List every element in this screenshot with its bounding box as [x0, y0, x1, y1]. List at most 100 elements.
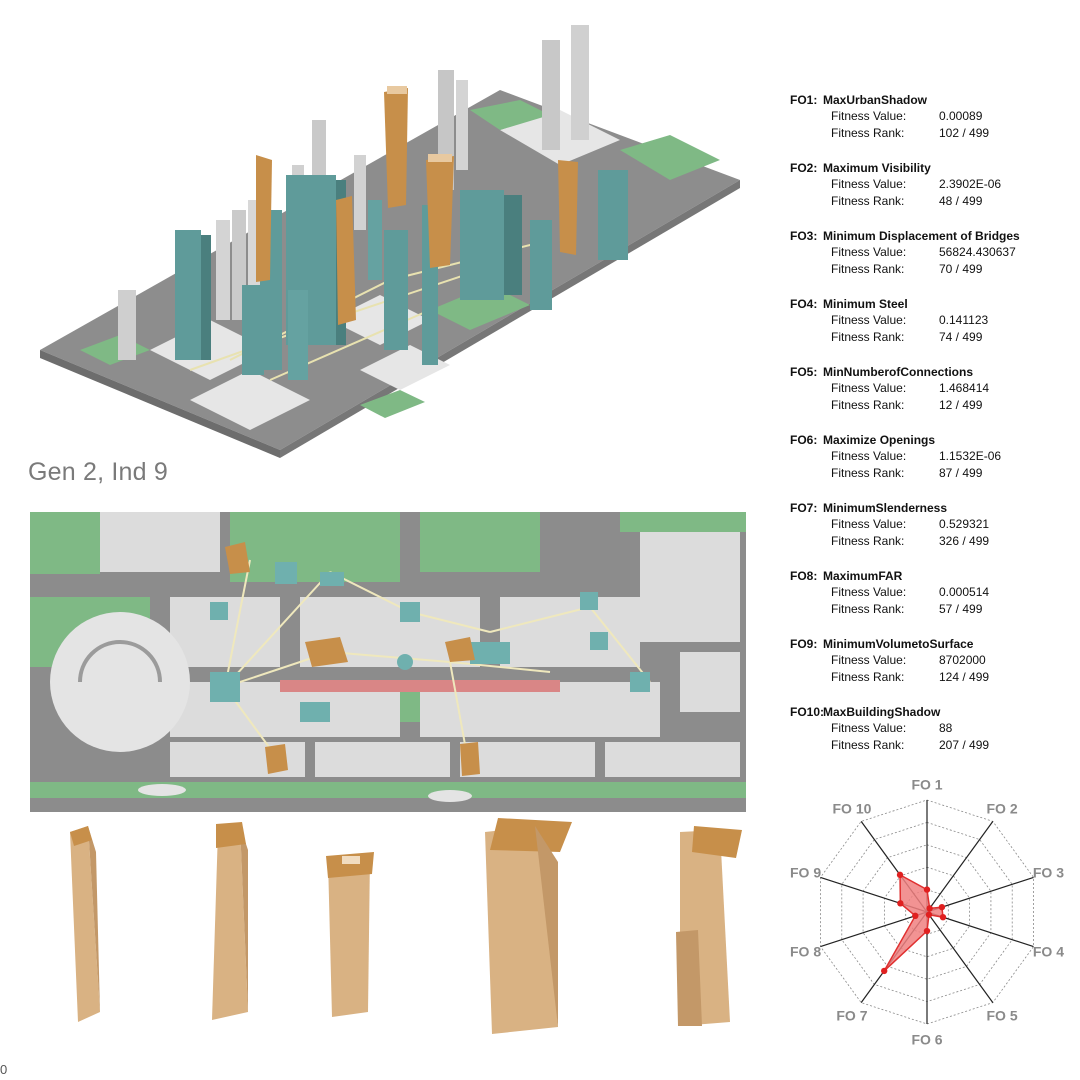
fitness-value: 56824.430637 — [939, 245, 1016, 259]
radar-point — [923, 886, 931, 893]
fitness-objectives-list: FO1: MaxUrbanShadow Fitness Value: 0.00089… — [790, 92, 1040, 772]
objective-code: FO3: — [790, 229, 818, 243]
fitness-rank-label: Fitness Rank: — [831, 330, 905, 344]
fitness-value: 2.3902E-06 — [939, 177, 1002, 191]
objective-fo3: FO3: Minimum Displacement of Bridges Fitn… — [790, 228, 1040, 278]
plan-teal-footprints — [210, 562, 650, 722]
fitness-value-label: Fitness Value: — [831, 109, 907, 123]
fitness-value: 8702000 — [939, 653, 986, 667]
objective-code: FO7: — [790, 501, 818, 515]
fitness-value: 0.00089 — [939, 109, 983, 123]
fitness-rank-label: Fitness Rank: — [831, 602, 905, 616]
objective-fo6: FO6: Maximize Openings Fitness Value: 1.15… — [790, 432, 1040, 482]
fitness-value: 0.141123 — [939, 313, 989, 327]
fitness-value-label: Fitness Value: — [831, 449, 907, 463]
objective-code: FO8: — [790, 569, 818, 583]
radar-ring — [862, 844, 992, 980]
fitness-value: 0.000514 — [939, 585, 990, 599]
radar-axis-label: FO 8 — [790, 943, 821, 959]
objective-code: FO4: — [790, 297, 818, 311]
fitness-rank: 70 / 499 — [939, 262, 983, 276]
radar-axis-label: FO 7 — [836, 1007, 867, 1023]
radar-spoke — [926, 911, 994, 1003]
objective-code: FO10: — [790, 705, 825, 719]
objective-name: MinimumVolumetoSurface — [823, 637, 974, 651]
fitness-rank-label: Fitness Rank: — [831, 398, 905, 412]
objective-fo8: FO8: MaximumFAR Fitness Value: 0.000514 Fi… — [790, 568, 1040, 618]
objective-name: MaxUrbanShadow — [823, 93, 928, 107]
generation-caption: Gen 2, Ind 9 — [28, 458, 168, 486]
radar-spoke — [926, 821, 994, 913]
fitness-rank: 74 / 499 — [939, 330, 983, 344]
fitness-rank: 207 / 499 — [939, 738, 990, 752]
objective-name: Maximum Visibility — [823, 161, 931, 175]
fitness-value: 0.529321 — [939, 517, 990, 531]
radar-axis-label: FO 2 — [986, 801, 1017, 817]
fitness-rank-label: Fitness Rank: — [831, 670, 905, 684]
tower-render-2 — [212, 822, 248, 1020]
fitness-rank-label: Fitness Rank: — [831, 194, 905, 208]
fitness-rank: 102 / 499 — [939, 126, 990, 140]
tower-render-1 — [70, 826, 100, 1022]
fitness-rank: 48 / 499 — [939, 194, 983, 208]
objective-name: Maximize Openings — [823, 433, 936, 447]
radar-axis-labels: FO 1FO 2FO 3FO 4FO 5FO 6FO 7FO 8FO 9FO 1… — [790, 776, 1064, 1047]
fitness-radar-chart: FO 1FO 2FO 3FO 4FO 5FO 6FO 7FO 8FO 9FO 1… — [790, 776, 1064, 1047]
radar-points — [881, 871, 947, 975]
fitness-value-label: Fitness Value: — [831, 721, 907, 735]
radar-point — [925, 911, 933, 918]
plan-red-street — [280, 680, 560, 692]
tower-render-3 — [326, 852, 374, 1017]
fitness-rank: 124 / 499 — [939, 670, 990, 684]
objective-code: FO2: — [790, 161, 818, 175]
radar-point — [897, 900, 904, 907]
objective-fo9: FO9: MinimumVolumetoSurface Fitness Value… — [790, 636, 1040, 686]
objective-fo7: FO7:MinimumSlenderness Fitness Value:0.5… — [790, 500, 1040, 550]
radar-axis-label: FO 6 — [911, 1032, 942, 1048]
radar-point — [939, 913, 947, 921]
radar-point — [938, 903, 946, 911]
radar-spoke — [820, 911, 928, 948]
tower-renders — [70, 818, 742, 1034]
fitness-rank: 87 / 499 — [939, 466, 983, 480]
fitness-value: 1.1532E-06 — [939, 449, 1002, 463]
fitness-rank-label: Fitness Rank: — [831, 738, 905, 752]
teal-towers — [175, 170, 628, 380]
fitness-value-label: Fitness Value: — [831, 653, 907, 667]
fitness-rank: 57 / 499 — [939, 602, 983, 616]
fitness-value-label: Fitness Value: — [831, 585, 907, 599]
fitness-value: 1.468414 — [939, 381, 990, 395]
fitness-value: 88 — [939, 721, 953, 735]
corner-mark: 0 — [0, 1062, 8, 1077]
radar-axis-label: FO 9 — [790, 865, 821, 881]
fitness-rank: 12 / 499 — [939, 398, 983, 412]
radar-axis-label: FO 5 — [986, 1007, 1017, 1023]
plan-circular-park — [50, 612, 190, 752]
objective-code: FO6: — [790, 433, 818, 447]
radar-axis-label: FO 4 — [1033, 943, 1064, 959]
objective-name: MaxBuildingShadow — [823, 705, 941, 719]
objective-fo10: FO10:MaxBuildingShadow Fitness Value:88 … — [790, 704, 1040, 754]
objective-code: FO1: — [790, 93, 818, 107]
objective-name: Minimum Displacement of Bridges — [823, 229, 1020, 243]
objective-fo2: FO2:Maximum Visibility Fitness Value:2.3… — [790, 160, 1040, 210]
fitness-value-label: Fitness Value: — [831, 245, 907, 259]
objective-name: MinimumSlenderness — [823, 501, 948, 515]
radar-point — [926, 905, 933, 912]
fitness-value-label: Fitness Value: — [831, 313, 907, 327]
bronze-towers — [256, 86, 578, 325]
plan-ellipses — [138, 784, 472, 802]
radar-point — [912, 912, 919, 920]
objective-code: FO5: — [790, 365, 818, 379]
tower-render-4 — [485, 818, 572, 1034]
objective-name: MaximumFAR — [823, 569, 903, 583]
fitness-rank-label: Fitness Rank: — [831, 534, 905, 548]
objective-name: MinNumberofConnections — [823, 365, 973, 379]
tower-render-5 — [676, 826, 742, 1026]
objective-fo5: FO5:MinNumberofConnections Fitness Value… — [790, 364, 1040, 414]
objective-name: Minimum Steel — [823, 297, 908, 311]
fitness-rank-label: Fitness Rank: — [831, 466, 905, 480]
fitness-rank: 326 / 499 — [939, 534, 990, 548]
radar-ring — [820, 799, 1034, 1025]
objective-code: FO9: — [790, 637, 818, 651]
